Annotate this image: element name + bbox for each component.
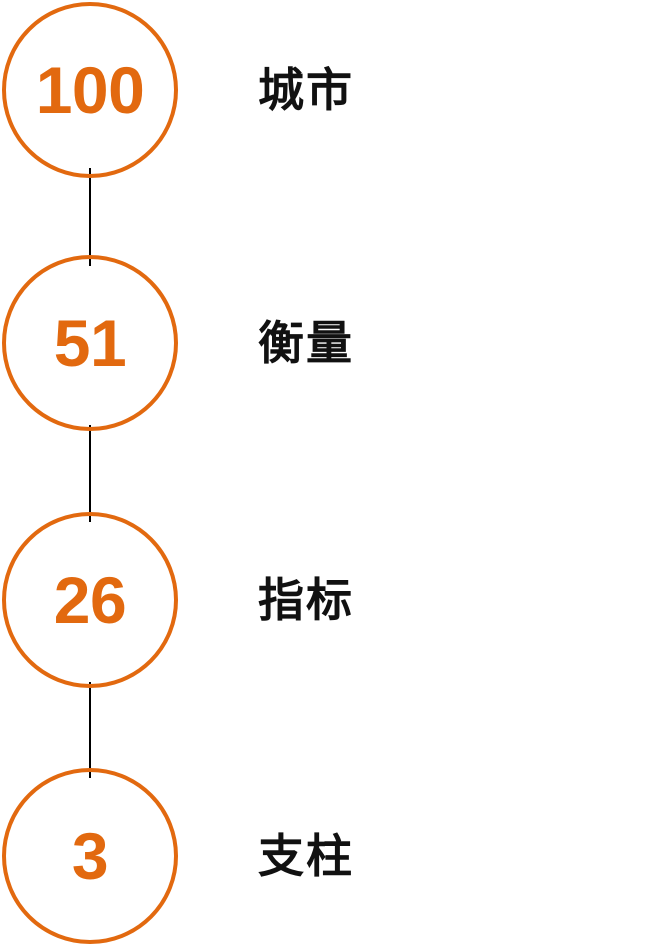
stat-label-1: 城市 <box>258 64 354 116</box>
stat-value-4: 3 <box>71 819 109 893</box>
stat-label-2: 衡量 <box>258 317 354 369</box>
stat-value-2: 51 <box>53 306 127 380</box>
stat-value-3: 26 <box>53 563 127 637</box>
stat-node-1[interactable]: 100 城市 <box>0 0 650 178</box>
stat-circle-1 <box>2 2 178 178</box>
stat-node-3[interactable]: 26 指标 <box>0 512 650 688</box>
stat-value-1: 100 <box>35 53 145 127</box>
stat-node-4[interactable]: 3 支柱 <box>0 768 650 944</box>
stat-circle-4 <box>2 768 178 944</box>
stat-circle-2 <box>2 255 178 431</box>
stat-node-2[interactable]: 51 衡量 <box>0 255 650 431</box>
stat-circle-3 <box>2 512 178 688</box>
stat-label-3: 指标 <box>258 574 354 626</box>
stat-label-4: 支柱 <box>258 830 354 882</box>
